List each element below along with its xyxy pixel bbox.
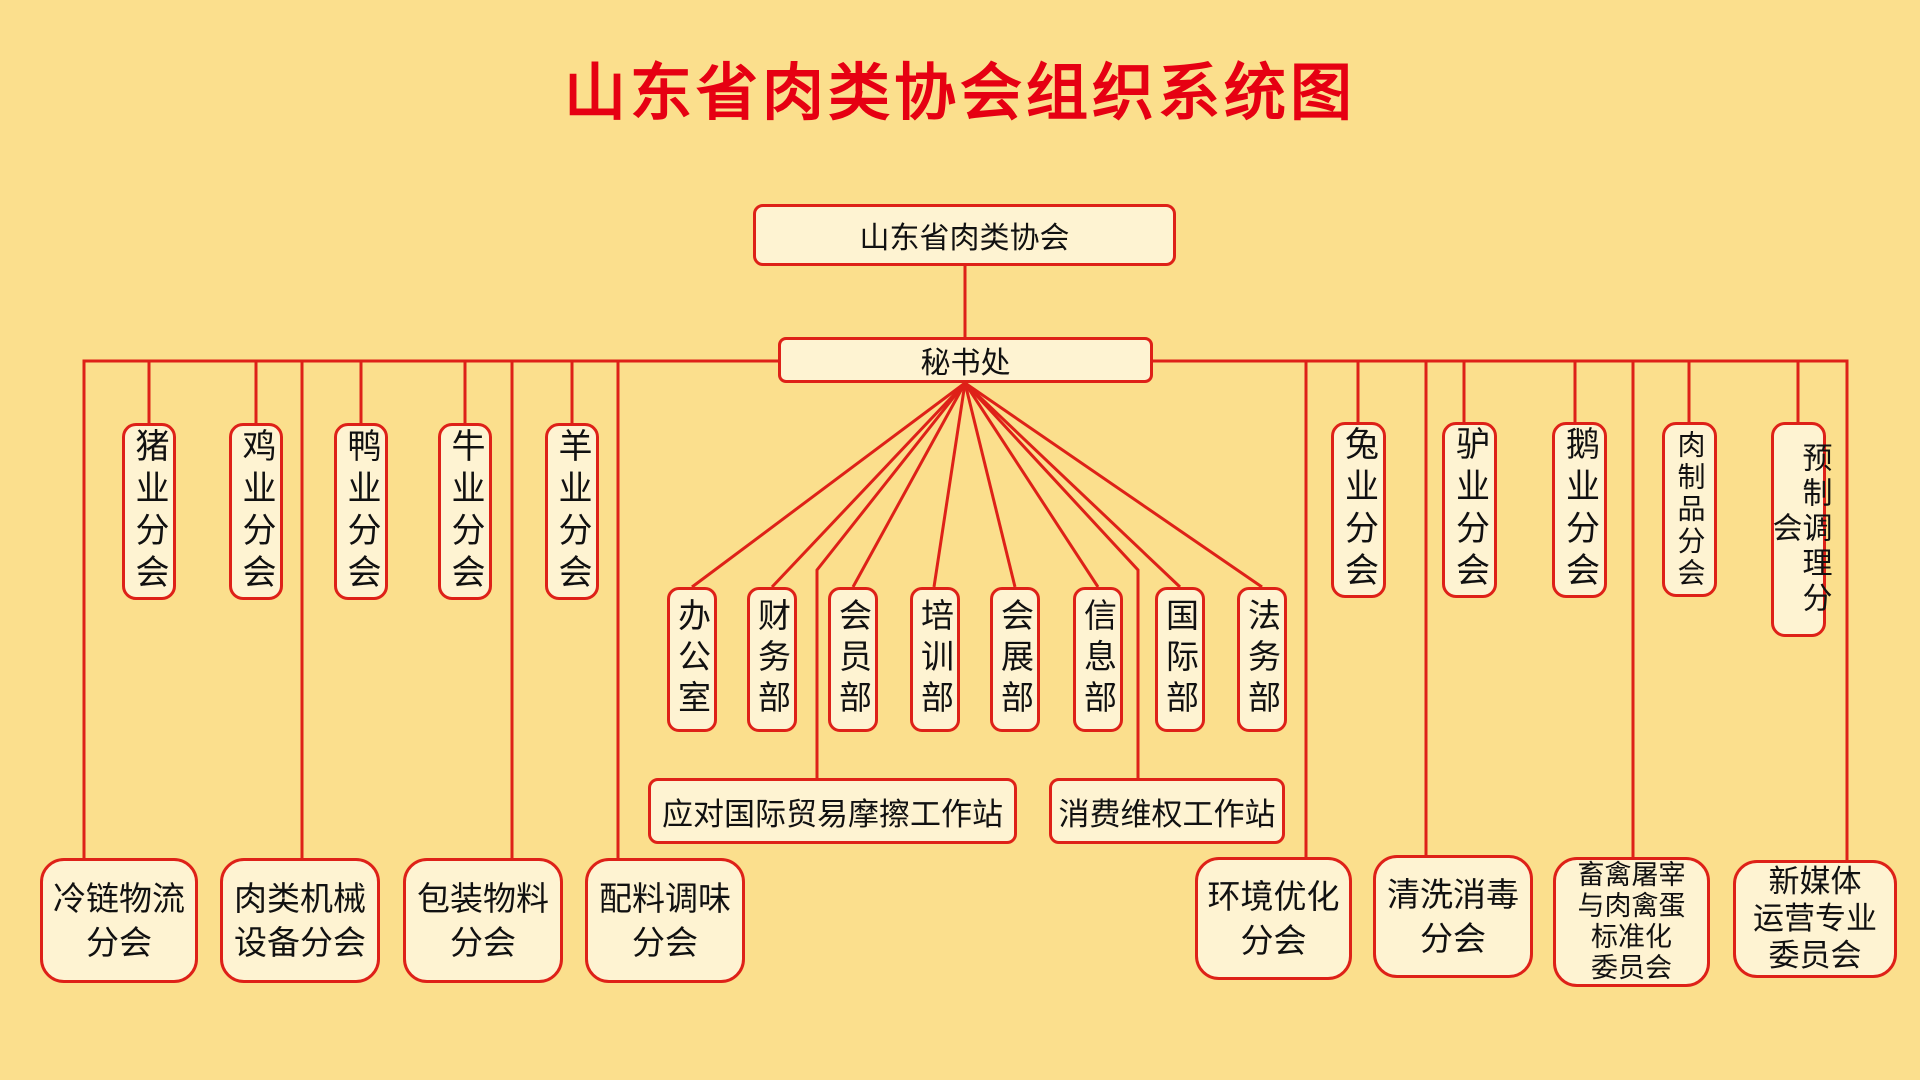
connector-line — [770, 381, 967, 589]
branch-seasoning-ingredients-box: 配料调味分会 — [585, 858, 745, 983]
node-label: 鹅业分会 — [1559, 426, 1600, 594]
node-label-line: 肉类机械 — [234, 878, 366, 918]
connector-line — [963, 382, 1017, 588]
branch-prepared-conditioning-box: 预制调理分会 — [1766, 422, 1832, 637]
dept-legal-box: 法务部 — [1237, 587, 1287, 732]
branch-pig-box: 猪业分会 — [122, 423, 176, 600]
node-label: 猪业分会 — [129, 427, 169, 596]
node-label: 肉制品分会 — [1673, 429, 1707, 590]
dept-exhibition-box: 会展部 — [990, 587, 1040, 732]
branch-rabbit-box: 兔业分会 — [1331, 422, 1386, 598]
branch-sheep-box: 羊业分会 — [545, 423, 599, 600]
node-label: 鸭业分会 — [341, 427, 381, 596]
dept-office-box: 办公室 — [667, 587, 717, 732]
node-label-line: 委员会 — [1768, 937, 1862, 974]
branch-environment-optimization-box: 环境优化分会 — [1195, 857, 1352, 980]
association-root-box: 山东省肉类协会 — [753, 204, 1176, 266]
node-label: 国际部 — [1160, 598, 1200, 721]
node-label: 山东省肉类协会 — [859, 221, 1070, 256]
branch-meat-machinery-box: 肉类机械设备分会 — [220, 858, 380, 983]
node-label: 财务部 — [752, 598, 792, 721]
dept-international-box: 国际部 — [1155, 587, 1205, 732]
dept-membership-box: 会员部 — [828, 587, 878, 732]
node-label: 鸡业分会 — [236, 427, 276, 596]
node-label-line: 分会 — [1420, 918, 1486, 958]
connector-line — [82, 359, 778, 858]
node-label-line: 设备分会 — [234, 922, 366, 962]
branch-cold-chain-logistics-box: 冷链物流分会 — [40, 858, 198, 983]
connector-line — [932, 382, 967, 588]
node-label: 兔业分会 — [1338, 426, 1379, 594]
node-label-line: 冷链物流 — [53, 878, 185, 918]
node-label: 驴业分会 — [1449, 426, 1490, 594]
connector-line — [851, 382, 967, 588]
connector-line — [963, 381, 1182, 589]
dept-training-box: 培训部 — [910, 587, 960, 732]
node-label: 会员部 — [833, 598, 873, 721]
node-label-line: 分会 — [1240, 920, 1307, 960]
connector-line — [964, 381, 1263, 589]
consumer-rights-station-box: 消费维权工作站 — [1049, 778, 1285, 844]
node-label: 秘书处 — [920, 346, 1011, 381]
node-label-line: 运营专业 — [1753, 900, 1877, 937]
node-label: 应对国际贸易摩擦工作站 — [662, 796, 1003, 833]
dept-finance-box: 财务部 — [747, 587, 797, 732]
branch-meat-products-box: 肉制品分会 — [1662, 422, 1717, 597]
branch-slaughter-standardization-committee-box: 畜禽屠宰与肉禽蛋标准化委员会 — [1553, 857, 1710, 987]
dept-information-box: 信息部 — [1073, 587, 1123, 732]
node-label: 会展部 — [995, 598, 1035, 721]
node-label-line: 分会 — [632, 922, 698, 962]
node-label-line: 分会 — [86, 922, 152, 962]
connector-line — [691, 381, 966, 589]
node-label-line: 环境优化 — [1207, 876, 1340, 916]
secretariat-box: 秘书处 — [778, 337, 1153, 383]
node-label-line: 新媒体 — [1768, 863, 1862, 900]
node-label-line: 畜禽屠宰 — [1577, 860, 1686, 891]
node-label-line: 包装物料 — [417, 878, 549, 918]
node-label-line: 清洗消毒 — [1387, 874, 1519, 914]
branch-new-media-committee-box: 新媒体运营专业委员会 — [1733, 860, 1897, 978]
node-label-line: 与肉禽蛋 — [1577, 891, 1686, 922]
node-label: 办公室 — [672, 598, 712, 721]
trade-friction-station-box: 应对国际贸易摩擦工作站 — [648, 778, 1017, 844]
node-label-line: 分会 — [450, 922, 516, 962]
node-label: 信息部 — [1078, 598, 1118, 721]
connector-line — [1153, 359, 1849, 860]
node-label: 牛业分会 — [445, 427, 485, 596]
connector-line — [815, 382, 967, 778]
node-label-line: 委员会 — [1591, 953, 1672, 984]
connector-line — [963, 381, 1140, 778]
branch-duck-box: 鸭业分会 — [334, 423, 388, 600]
node-label-line: 配料调味 — [599, 878, 731, 918]
branch-packaging-materials-box: 包装物料分会 — [403, 858, 563, 983]
page-title: 山东省肉类协会组织系统图 — [563, 56, 1356, 129]
node-label: 法务部 — [1242, 598, 1282, 721]
node-label: 培训部 — [915, 598, 955, 721]
branch-chicken-box: 鸡业分会 — [229, 423, 283, 600]
node-label-line: 标准化 — [1591, 922, 1672, 953]
branch-donkey-box: 驴业分会 — [1442, 422, 1497, 598]
node-label: 预制调理分会 — [1766, 442, 1832, 617]
branch-cleaning-disinfection-box: 清洗消毒分会 — [1373, 855, 1533, 978]
branch-goose-box: 鹅业分会 — [1552, 422, 1607, 598]
node-label: 羊业分会 — [552, 427, 592, 596]
connector-line — [963, 382, 1100, 588]
node-label: 消费维权工作站 — [1058, 796, 1276, 833]
branch-cattle-box: 牛业分会 — [438, 423, 492, 600]
